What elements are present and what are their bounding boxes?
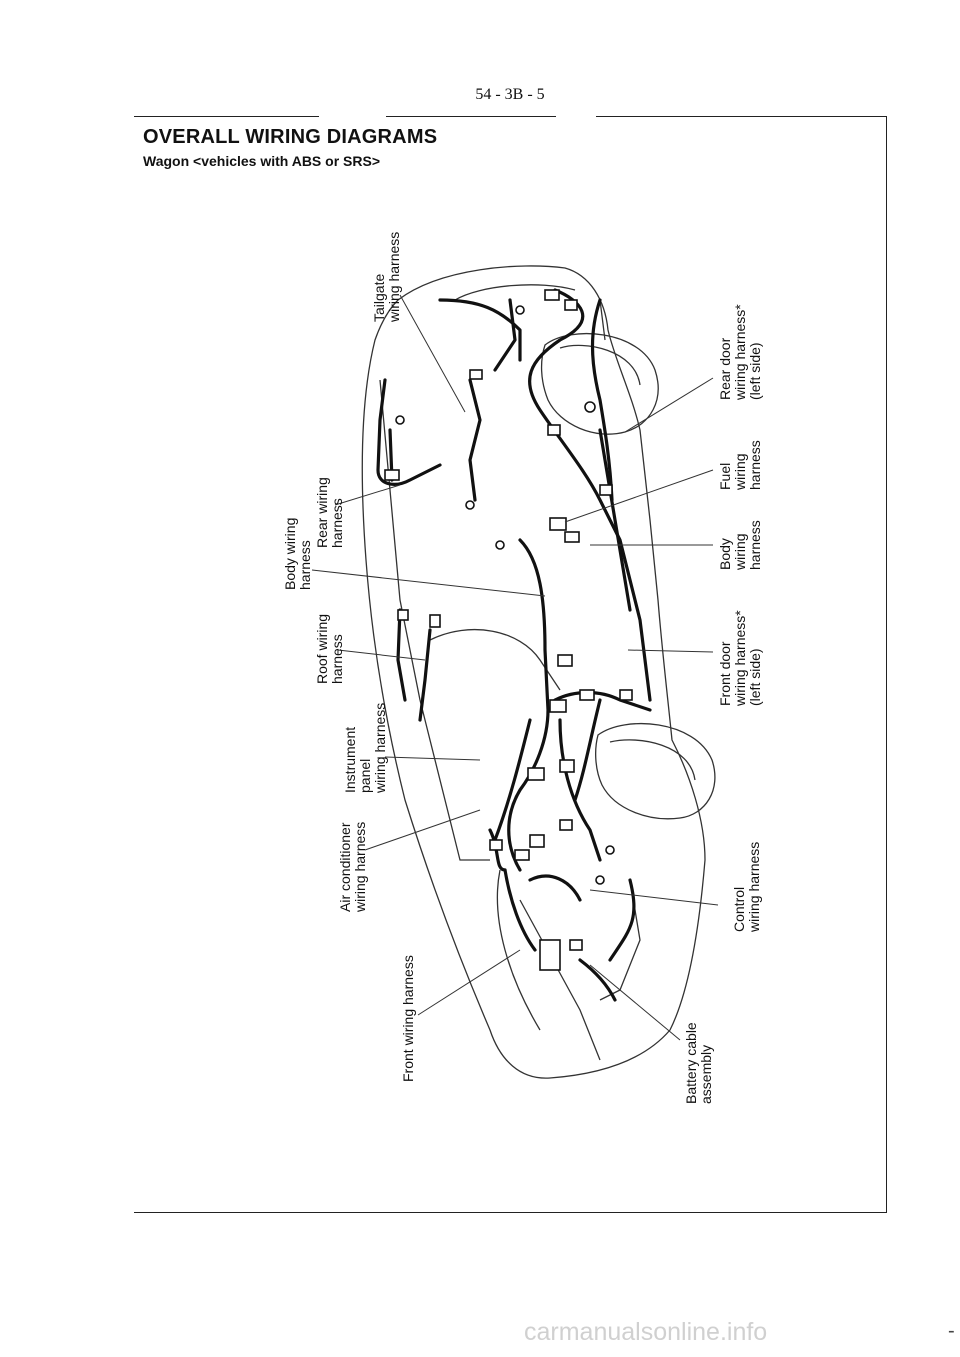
diagram-title: OVERALL WIRING DIAGRAMS <box>143 126 438 148</box>
watermark-dash: - <box>948 1320 955 1342</box>
vehicle-outline <box>361 265 716 1079</box>
harness-routes <box>376 288 652 1002</box>
leader-lines <box>311 294 719 1041</box>
frame-bottom-rule <box>134 1212 887 1213</box>
label-tailgate: Tailgate wiring harness <box>371 232 402 323</box>
callout-labels: Tailgate wiring harness Rear door wiring… <box>282 232 763 1104</box>
label-rear-door: Rear door wiring harness* (left side) <box>717 300 763 401</box>
page-number: 54 - 3B - 5 <box>475 86 545 103</box>
frame-top-left-rule <box>134 116 319 117</box>
label-front-door: Front door wiring harness* (left side) <box>717 606 763 707</box>
frame-top-middle-rule <box>386 116 556 117</box>
label-air-conditioner: Air conditioner wiring harness <box>337 819 368 913</box>
label-rear-wiring: Rear wiring harness <box>314 473 345 548</box>
diagram-subtitle: Wagon <vehicles with ABS or SRS> <box>143 153 381 169</box>
label-front: Front wiring harness <box>400 955 416 1082</box>
label-battery: Battery cable assembly <box>683 1018 714 1104</box>
harness-connectors <box>384 289 633 971</box>
label-fuel: Fuel wiring harness <box>717 440 763 491</box>
frame-top-right-rule <box>596 116 887 117</box>
label-instrument: Instrument panel wiring harness <box>342 703 388 794</box>
label-roof: Roof wiring harness <box>314 610 345 684</box>
frame-right-rule <box>886 116 887 1212</box>
watermark: carmanualsonline.info <box>524 1318 768 1346</box>
label-body-right: Body wiring harness <box>717 520 763 571</box>
label-body-left: Body wiring harness <box>282 514 313 590</box>
label-control: Control wiring harness <box>731 842 762 933</box>
